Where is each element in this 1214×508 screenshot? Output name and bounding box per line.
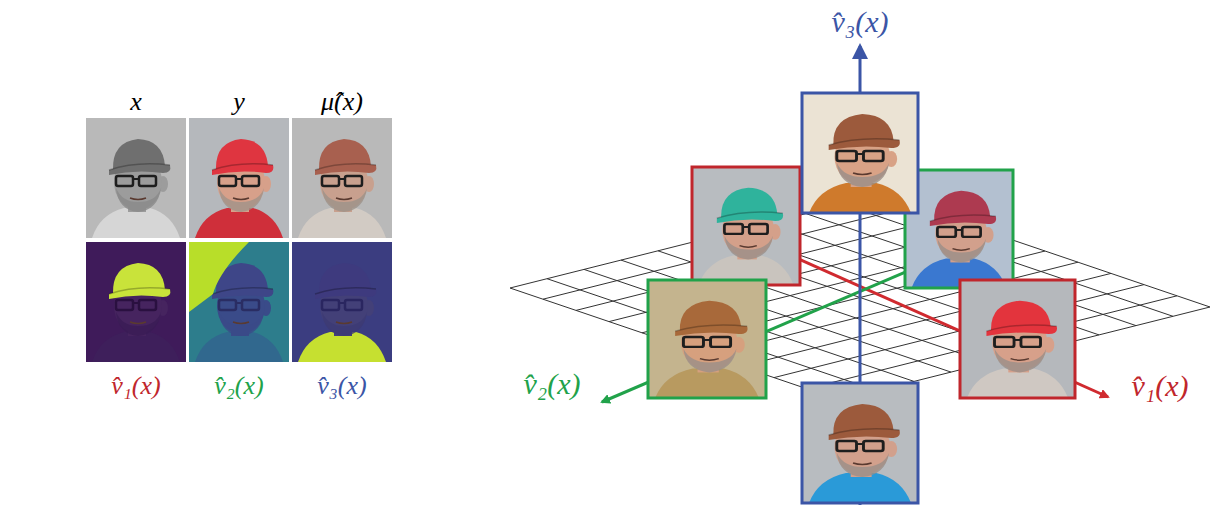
grayscale-input <box>86 118 186 238</box>
mean-prediction <box>292 118 392 238</box>
tile-border <box>802 93 918 213</box>
pc2-heatmap <box>189 242 289 362</box>
sample-pc2-positive <box>648 280 766 398</box>
column-title: x <box>130 89 142 115</box>
pc3-heatmap <box>292 242 392 362</box>
sample-pc3-positive <box>802 93 918 213</box>
tile-border <box>960 280 1075 398</box>
tile-border <box>905 170 1013 288</box>
component-label: v̂₃(x) <box>317 373 366 399</box>
sample-pc1-positive <box>960 280 1075 398</box>
component-label: v̂₁(x) <box>111 373 160 399</box>
sample-pc3-negative <box>802 383 918 503</box>
sample-pc2-negative <box>905 170 1013 288</box>
sample-pc1-negative <box>692 167 800 285</box>
axis-label: v̂₁(x) <box>1131 371 1188 401</box>
component-label: v̂₂(x) <box>214 373 263 399</box>
axis-label: v̂₃(x) <box>831 7 888 37</box>
column-title: μ̂(x) <box>321 89 363 115</box>
tile-border <box>802 383 918 503</box>
tile-border <box>648 280 766 398</box>
column-title: y <box>233 89 245 115</box>
tile-border <box>692 167 800 285</box>
pc1-heatmap <box>86 242 186 362</box>
axis-label: v̂₂(x) <box>523 369 580 399</box>
ground-truth-color <box>189 118 289 238</box>
